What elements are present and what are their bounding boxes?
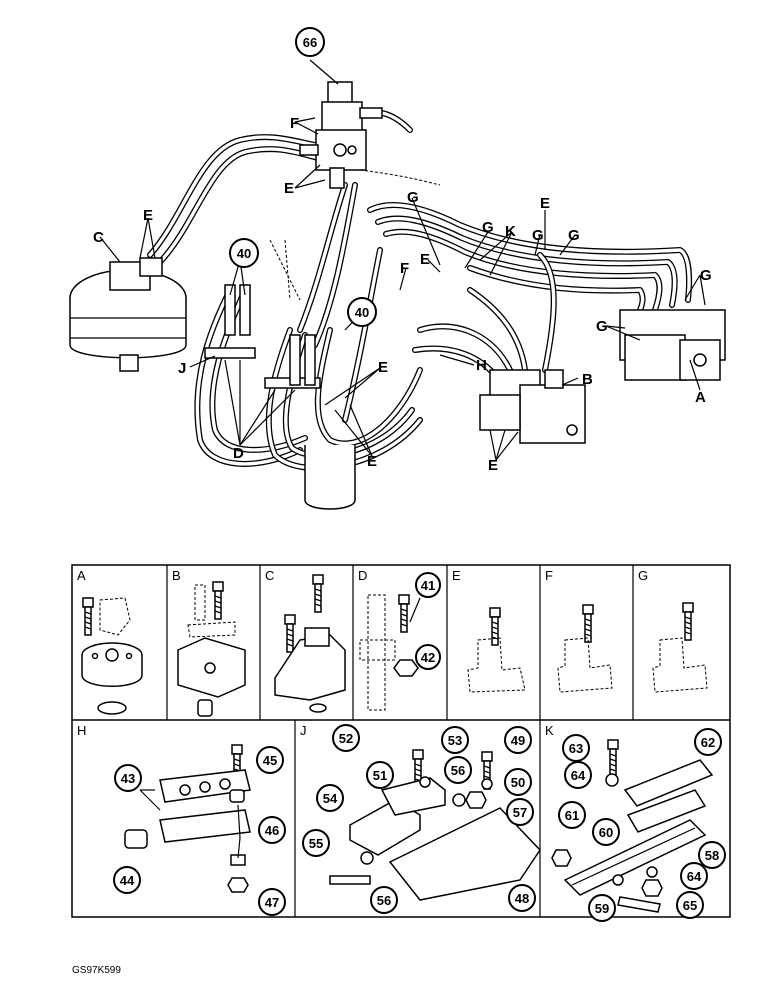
panel-b: B — [172, 568, 246, 717]
svg-text:57: 57 — [513, 805, 527, 820]
svg-text:61: 61 — [565, 808, 579, 823]
svg-text:D: D — [358, 568, 367, 583]
column-lower — [269, 239, 356, 510]
svg-text:G: G — [638, 568, 648, 583]
svg-text:50: 50 — [511, 775, 525, 790]
figure-code: GS97K599 — [72, 965, 121, 976]
main-callout-40-right: 40 — [347, 297, 377, 327]
svg-text:42: 42 — [421, 650, 435, 665]
svg-text:48: 48 — [515, 891, 529, 906]
svg-text:53: 53 — [448, 733, 462, 748]
svg-text:C: C — [265, 568, 274, 583]
main-view: 66 40 40 C E F E F G G K G E E G G J H B… — [69, 27, 726, 510]
svg-text:55: 55 — [309, 836, 323, 851]
panel-g: G — [638, 568, 708, 693]
panel-k: K 63 62 64 61 60 58 64 — [545, 723, 726, 922]
svg-text:63: 63 — [569, 741, 583, 756]
main-label-f-top: F — [290, 115, 299, 132]
main-label-j: J — [178, 360, 186, 377]
main-label-k: K — [505, 223, 516, 240]
svg-text:45: 45 — [263, 753, 277, 768]
panel-f: F — [545, 568, 613, 693]
svg-text:65: 65 — [683, 898, 697, 913]
svg-text:A: A — [77, 568, 86, 583]
panel-c: C — [265, 568, 346, 713]
main-label-b: B — [582, 371, 593, 388]
svg-text:43: 43 — [121, 771, 135, 786]
svg-text:B: B — [172, 568, 181, 583]
main-label-e-top-right: E — [540, 195, 550, 212]
main-label-g-2: G — [482, 219, 494, 236]
main-label-a: A — [695, 389, 706, 406]
svg-text:51: 51 — [373, 768, 387, 783]
main-label-h: H — [476, 357, 487, 374]
panel-j: J 52 53 49 56 50 51 57 — [300, 723, 541, 914]
svg-text:62: 62 — [701, 735, 715, 750]
main-label-g-right: G — [700, 267, 712, 284]
main-label-g-3: G — [532, 227, 544, 244]
main-label-f-mid: F — [400, 260, 409, 277]
svg-text:49: 49 — [511, 733, 525, 748]
pipe-bundle-right — [367, 202, 692, 378]
main-label-e-lower-1: E — [378, 359, 388, 376]
main-label-d: D — [233, 445, 244, 462]
main-label-g-far-left: G — [596, 318, 608, 335]
main-label-g-1: G — [407, 189, 419, 206]
svg-text:H: H — [77, 723, 86, 738]
leader-lines — [99, 59, 706, 461]
reservoir-c — [69, 257, 187, 372]
main-label-e-lower-2: E — [367, 453, 377, 470]
svg-text:56: 56 — [377, 893, 391, 908]
main-label-e-mid: E — [420, 251, 430, 268]
svg-text:K: K — [545, 723, 554, 738]
main-label-e-valve-b: E — [488, 457, 498, 474]
pipe-bundle-lower-loops — [194, 247, 423, 472]
svg-text:52: 52 — [339, 731, 353, 746]
svg-text:F: F — [545, 568, 553, 583]
svg-text:60: 60 — [599, 825, 613, 840]
top-valve-block — [299, 81, 441, 189]
svg-text:40: 40 — [237, 246, 251, 261]
svg-text:58: 58 — [705, 848, 719, 863]
svg-text:40: 40 — [355, 305, 369, 320]
panel-a: A — [77, 568, 143, 715]
svg-text:J: J — [300, 723, 307, 738]
main-label-c: C — [93, 229, 104, 246]
svg-text:47: 47 — [265, 895, 279, 910]
main-label-g-4: G — [568, 227, 580, 244]
svg-text:56: 56 — [451, 763, 465, 778]
svg-text:64: 64 — [687, 869, 702, 884]
control-valve-a — [619, 309, 726, 381]
detail-panels: A B C D — [71, 564, 731, 922]
clamps-d — [204, 284, 321, 389]
svg-text:41: 41 — [421, 578, 435, 593]
panel-h: H 45 43 46 44 47 — [77, 723, 286, 916]
svg-text:46: 46 — [265, 823, 279, 838]
main-callout-66: 66 — [295, 27, 325, 57]
main-label-e-reservoir: E — [143, 207, 153, 224]
panel-e: E — [452, 568, 526, 693]
svg-text:E: E — [452, 568, 461, 583]
control-valve-b — [479, 369, 586, 444]
svg-text:66: 66 — [303, 35, 317, 50]
panel-d: D 41 42 — [358, 568, 441, 711]
svg-text:44: 44 — [120, 873, 135, 888]
svg-text:54: 54 — [323, 791, 338, 806]
svg-text:59: 59 — [595, 901, 609, 916]
main-callout-40-left: 40 — [229, 238, 259, 268]
svg-text:64: 64 — [571, 768, 586, 783]
main-label-e-top: E — [284, 180, 294, 197]
